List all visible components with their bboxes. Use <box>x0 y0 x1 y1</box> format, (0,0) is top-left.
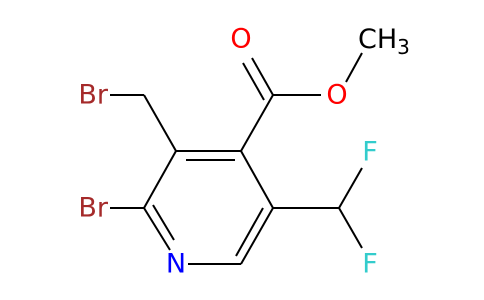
bond-c4-cester <box>240 94 274 152</box>
atom-br-top: Br <box>78 80 109 111</box>
bond-co-double-a <box>251 57 274 96</box>
atom-br-bottom: Br <box>78 193 109 224</box>
bond-c3-ch2 <box>143 94 177 152</box>
bond-n-c2 <box>143 207 171 251</box>
atom-f-bottom: F <box>362 249 378 280</box>
methyl-subscript: 3 <box>397 35 410 59</box>
atom-n-ring: N <box>166 249 186 280</box>
bond-co-double-b <box>242 62 265 101</box>
bond-c5-c6-inner <box>235 207 264 257</box>
bond-chf2-f-top <box>338 167 363 209</box>
bond-o-ch3 <box>345 52 363 83</box>
atom-o-carbonyl: O <box>230 24 251 55</box>
bond-c5-c6 <box>240 207 274 265</box>
atom-o-ester: O <box>326 80 347 111</box>
atom-methyl: CH3 <box>358 24 410 60</box>
bond-n-c2-inner <box>152 204 175 241</box>
bonds <box>110 52 363 265</box>
bond-c4-c5 <box>240 150 274 209</box>
bond-c2-c3 <box>143 150 177 209</box>
bond-chf2-f-bottom <box>338 207 363 249</box>
atom-labels: Br Br O O CH3 F F N <box>78 24 410 280</box>
methyl-ch: CH <box>358 24 397 55</box>
atom-f-top: F <box>362 137 378 168</box>
